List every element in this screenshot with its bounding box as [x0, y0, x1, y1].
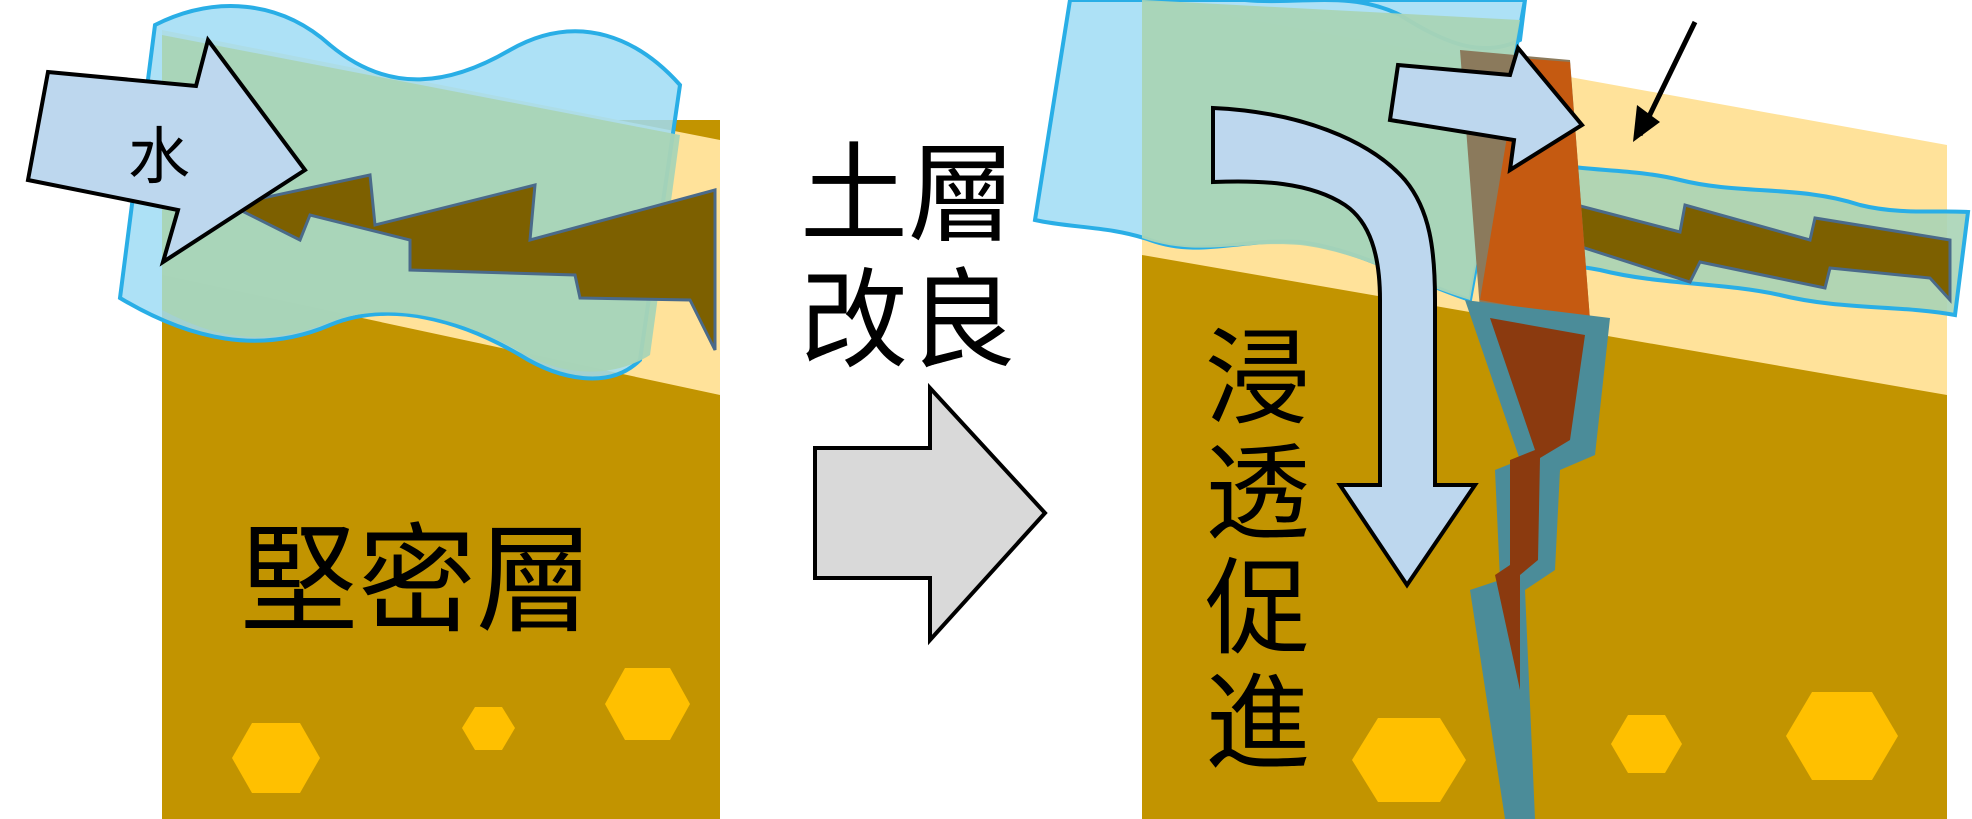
hexagon-stone-icon	[1786, 692, 1898, 780]
infiltration-char-4: 進	[1205, 663, 1310, 785]
down-bent-arrow-icon	[1211, 105, 1479, 589]
hexagon-stone-icon	[232, 723, 320, 793]
soil-improvement-label-line2: 改良	[800, 259, 1016, 384]
big-right-arrow-icon	[813, 382, 1048, 646]
hexagon-stone-icon	[462, 707, 515, 750]
infiltration-char-1: 浸	[1205, 318, 1310, 440]
before-panel: 水 堅密層	[25, 4, 720, 819]
after-panel: 浸 透 促 進	[1032, 0, 1971, 819]
right-arrow-icon	[25, 35, 308, 267]
hexagon-stone-icon	[605, 668, 690, 740]
infiltration-char-3: 促	[1205, 548, 1310, 670]
hard-layer-label: 堅密層	[240, 512, 594, 650]
hexagon-stone-icon	[1352, 718, 1466, 802]
soil-improvement-label-line1: 土層	[800, 133, 1016, 258]
infiltration-char-2: 透	[1205, 433, 1310, 555]
wet-topsoil	[162, 35, 680, 372]
right-arrow-icon	[1387, 43, 1586, 174]
water-label: 水	[128, 120, 190, 193]
pointer-arrowhead	[1633, 105, 1660, 142]
side-crack	[1498, 183, 1952, 304]
soil-crack	[225, 173, 717, 351]
hexagon-stone-icon	[1611, 715, 1682, 773]
deep-drain-core	[1490, 318, 1585, 690]
transition: 土層 改良	[800, 133, 1048, 646]
